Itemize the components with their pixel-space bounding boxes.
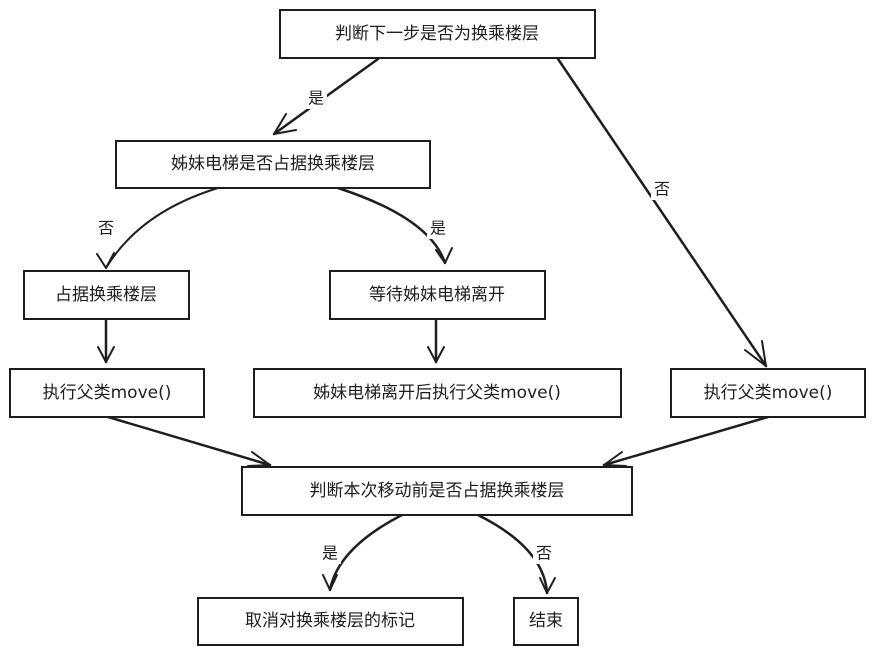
node-label: 取消对换乘楼层的标记 <box>245 611 415 631</box>
edge-label-yes: 是 <box>308 89 324 108</box>
node-exec-after-sister-leave: 姊妹电梯离开后执行父类move() <box>253 368 622 418</box>
edge-label-no: 否 <box>98 219 114 238</box>
node-end: 结束 <box>513 597 579 646</box>
edge-label-n8-n10: 否 <box>533 542 555 564</box>
node-occupy-transfer-floor: 占据换乘楼层 <box>23 270 190 320</box>
node-label: 执行父类move() <box>43 383 172 403</box>
edge-label-n1-n2: 是 <box>305 87 327 109</box>
node-check-occupied-before-move: 判断本次移动前是否占据换乘楼层 <box>241 466 633 516</box>
edge-label-no: 否 <box>654 180 670 199</box>
node-label: 姊妹电梯是否占据换乘楼层 <box>171 154 375 174</box>
node-label: 判断本次移动前是否占据换乘楼层 <box>310 481 565 501</box>
edge-label-n2-n4: 是 <box>427 217 449 239</box>
node-label: 执行父类move() <box>704 383 833 403</box>
edge-label-yes: 是 <box>322 544 338 563</box>
node-check-sister-occupies: 姊妹电梯是否占据换乘楼层 <box>115 140 431 189</box>
edge-label-no: 否 <box>536 544 552 563</box>
edge-n8-to-n9 <box>322 513 404 592</box>
node-exec-parent-move-left: 执行父类move() <box>9 368 205 418</box>
node-wait-sister-leave: 等待姊妹电梯离开 <box>329 270 546 320</box>
edge-label-yes: 是 <box>430 219 446 238</box>
node-label: 姊妹电梯离开后执行父类move() <box>313 383 561 403</box>
node-label: 判断下一步是否为换乘楼层 <box>335 24 539 44</box>
node-label: 占据换乘楼层 <box>55 285 157 305</box>
edge-n8-to-n10 <box>476 513 556 595</box>
edge-label-n8-n9: 是 <box>319 542 341 564</box>
edge-n7-to-n8 <box>602 415 770 467</box>
node-label: 结束 <box>529 611 563 631</box>
node-label: 等待姊妹电梯离开 <box>369 285 505 305</box>
edge-label-n1-n7: 否 <box>651 178 673 200</box>
edge-n5-to-n8 <box>106 415 272 467</box>
edge-n3-to-n5 <box>97 317 115 364</box>
edge-n2-to-n4 <box>336 186 453 265</box>
edge-label-n2-n3: 否 <box>95 217 117 239</box>
edge-n2-to-n3 <box>96 187 219 269</box>
edge-n1-to-n7 <box>556 57 768 368</box>
node-check-next-floor-transfer: 判断下一步是否为换乘楼层 <box>279 9 596 59</box>
node-cancel-transfer-mark: 取消对换乘楼层的标记 <box>197 597 464 646</box>
node-exec-parent-move-right: 执行父类move() <box>670 368 866 418</box>
edge-n4-to-n6 <box>427 317 445 364</box>
